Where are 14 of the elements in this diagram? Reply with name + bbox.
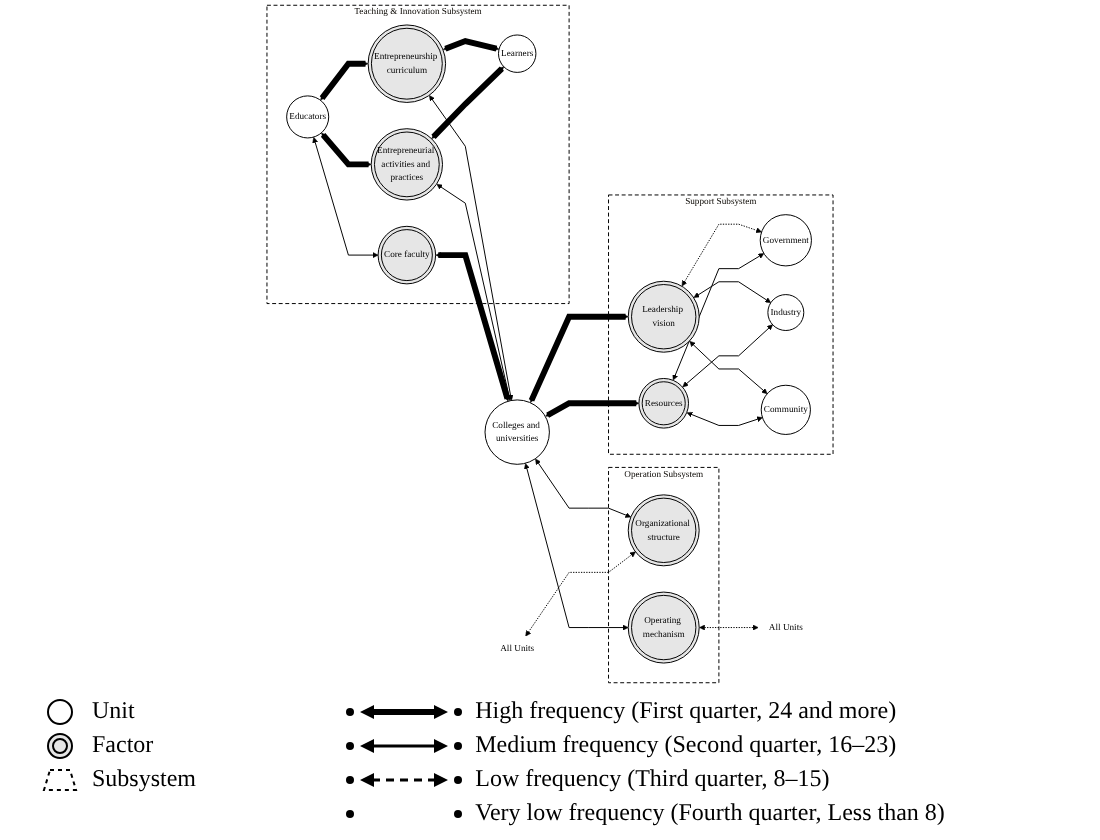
legend-text: High frequency (First quarter, 24 and more) [475, 696, 897, 726]
arrow [319, 60, 369, 101]
arrow [442, 37, 500, 52]
legend-text: Factor [92, 730, 154, 760]
arrow [528, 313, 629, 403]
legend-text: Unit [92, 696, 135, 726]
arrow [435, 252, 511, 402]
legend-text: Very low frequency (Fourth quarter, Less than 8) [475, 798, 945, 828]
arrow [431, 66, 505, 139]
arrow [545, 400, 640, 418]
legend-text: Medium frequency (Second quarter, 16–23) [475, 730, 897, 760]
arrow [320, 132, 372, 168]
legend-text: Low frequency (Third quarter, 8–15) [475, 764, 830, 794]
legend-text: Subsystem [92, 764, 197, 794]
